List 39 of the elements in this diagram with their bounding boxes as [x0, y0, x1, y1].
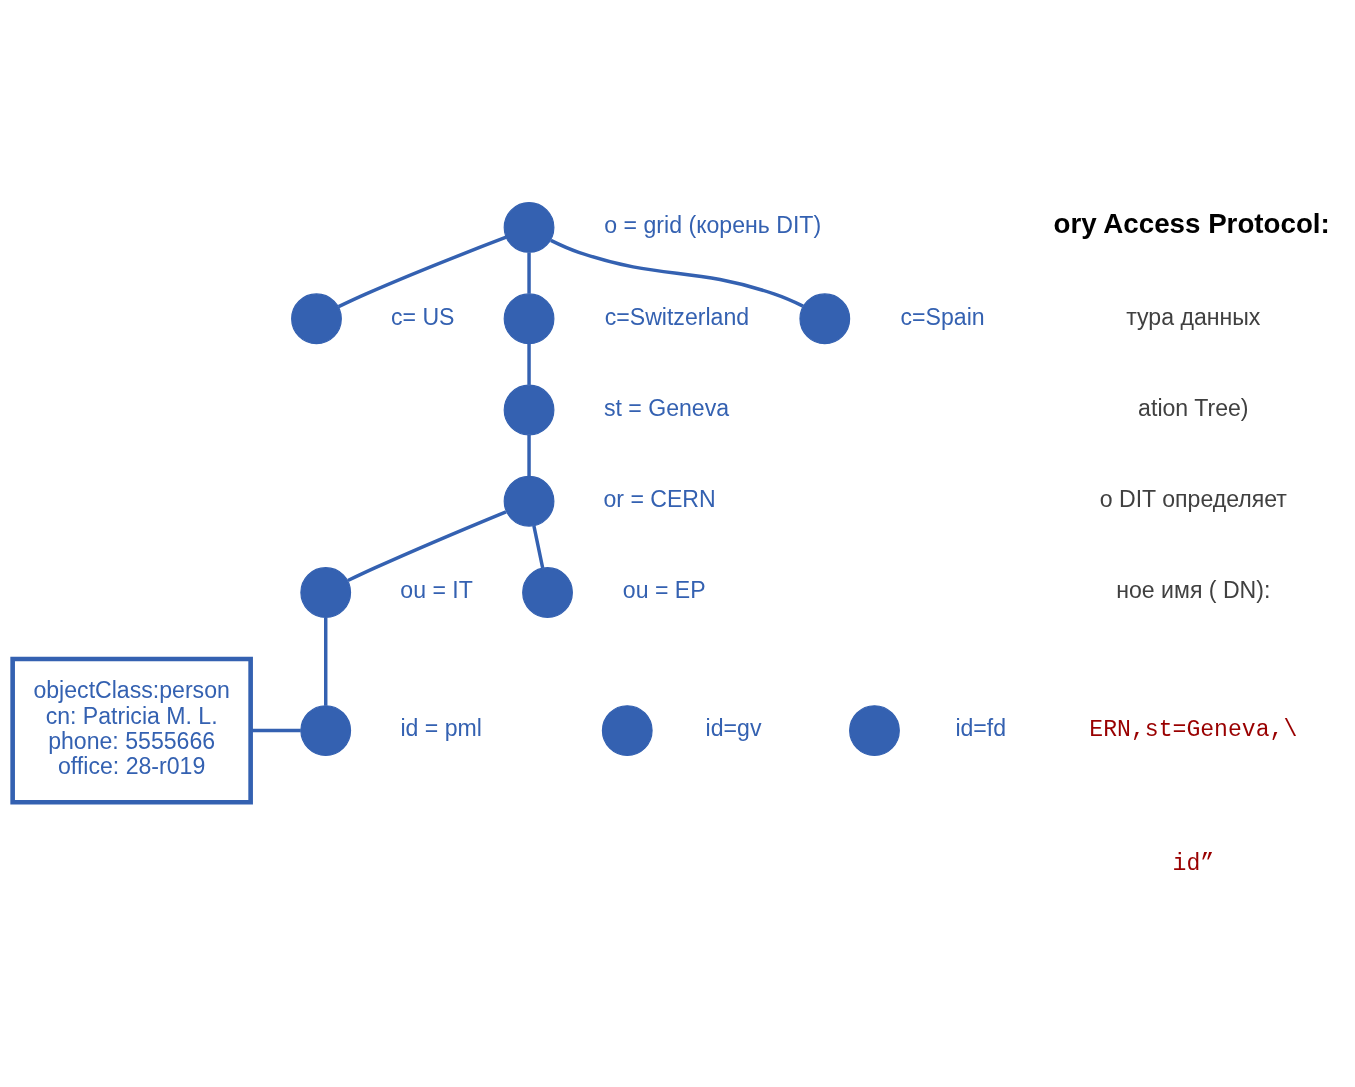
connector: [250, 728, 301, 732]
connector: [527, 343, 531, 385]
node-circle: [503, 201, 555, 253]
connector: [527, 251, 531, 294]
label: id”: [1172, 850, 1215, 877]
node-label: c= US: [391, 303, 455, 329]
connector: [347, 509, 507, 582]
node-label: st = Geneva: [603, 394, 730, 421]
node-circle: [503, 292, 555, 344]
node-label: id = pml: [400, 714, 483, 741]
label: ное имя ( DN):: [1116, 576, 1271, 603]
connector: [337, 235, 507, 308]
node-circle: [300, 704, 352, 756]
connector: [324, 617, 328, 706]
node-circle: [291, 292, 342, 344]
connector: [527, 434, 531, 476]
label: ory Access Protocol:: [1053, 207, 1330, 239]
node-label: id=gv: [705, 714, 762, 741]
label: ation Tree): [1138, 394, 1249, 421]
node-label: ou = IT: [400, 576, 473, 603]
node-circle: [799, 292, 851, 344]
node-circle: [503, 475, 555, 527]
node-label: o = grid (корень DIT): [604, 211, 822, 238]
node-label: or = CERN: [603, 485, 716, 512]
node-circle: [601, 704, 653, 756]
node-circle: [522, 566, 573, 618]
label: о DIT определяет: [1099, 485, 1287, 512]
connector: [532, 524, 545, 568]
node-label: ou = EP: [622, 576, 706, 603]
label: ERN,st=Geneva,\: [1089, 716, 1298, 743]
node-circle: [849, 704, 900, 756]
node-circle: [300, 566, 352, 618]
node-box: objectClass:person cn: Patricia M. L. phone: 5555666 office: 28-r019: [10, 656, 253, 804]
connector: [550, 238, 804, 308]
label: тура данных: [1126, 303, 1261, 329]
node-circle: [503, 384, 555, 435]
node-label: id=fd: [955, 714, 1007, 741]
node-label: c=Switzerland: [604, 303, 750, 329]
node-label: c=Spain: [900, 303, 985, 329]
